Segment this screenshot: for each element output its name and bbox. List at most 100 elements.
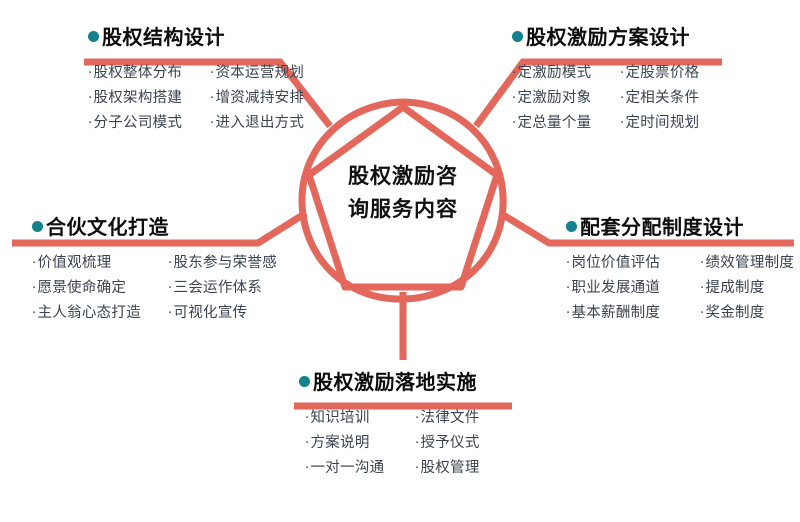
list-item-label: 提成制度	[705, 280, 765, 296]
list-item-label: 定时间规划	[625, 115, 700, 131]
list-item-label: 授予仪式	[420, 435, 480, 451]
item-marker-icon: ·	[168, 256, 173, 271]
item-column-1: ·价值观梳理 ·愿景使命确定 ·主人翁心态打造	[32, 251, 168, 326]
section-title-text: 配套分配制度设计	[580, 215, 744, 239]
list-item: ·定激励对象	[512, 86, 620, 111]
teal-dot-icon	[88, 31, 99, 42]
section-right[interactable]: 配套分配制度设计 ·岗位价值评估 ·职业发展通道 ·基本薪酬制度 ·绩效管理制度…	[566, 214, 794, 326]
list-item-label: 增资减持安排	[215, 90, 305, 106]
list-item-label: 定激励对象	[517, 90, 592, 106]
list-item-label: 三会运作体系	[173, 280, 263, 296]
item-marker-icon: ·	[210, 66, 215, 81]
list-item: ·进入退出方式	[210, 111, 304, 136]
list-item-label: 资本运营规划	[215, 65, 305, 81]
list-item-label: 基本薪酬制度	[571, 305, 661, 321]
list-item: ·一对一沟通	[305, 456, 415, 481]
section-title-text: 股权结构设计	[102, 25, 225, 49]
list-item: ·岗位价值评估	[566, 251, 700, 276]
item-marker-icon: ·	[620, 116, 625, 131]
list-item: ·奖金制度	[700, 301, 794, 326]
item-marker-icon: ·	[566, 306, 571, 321]
list-item: ·定相关条件	[620, 86, 699, 111]
list-item: ·职业发展通道	[566, 276, 700, 301]
item-marker-icon: ·	[32, 256, 37, 271]
list-item-label: 定股票价格	[625, 65, 700, 81]
list-item-label: 分子公司模式	[93, 115, 183, 131]
list-item: ·股权整体分布	[88, 61, 210, 86]
teal-dot-icon	[32, 221, 43, 232]
item-marker-icon: ·	[168, 306, 173, 321]
section-top-right[interactable]: 股权激励方案设计 ·定激励模式 ·定激励对象 ·定总量个量 ·定股票价格 ·定相…	[512, 24, 699, 136]
item-marker-icon: ·	[700, 281, 705, 296]
list-item: ·基本薪酬制度	[566, 301, 700, 326]
list-item: ·三会运作体系	[168, 276, 277, 301]
list-item-label: 可视化宣传	[173, 305, 248, 321]
list-item-label: 知识培训	[310, 410, 370, 426]
list-item: ·股东参与荣誉感	[168, 251, 277, 276]
list-item: ·定股票价格	[620, 61, 699, 86]
list-item-label: 主人翁心态打造	[37, 305, 142, 321]
list-item-label: 进入退出方式	[215, 115, 305, 131]
item-marker-icon: ·	[88, 116, 93, 131]
list-item-label: 岗位价值评估	[571, 255, 661, 271]
list-item: ·增资减持安排	[210, 86, 304, 111]
item-marker-icon: ·	[415, 436, 420, 451]
list-item: ·授予仪式	[415, 431, 480, 456]
section-top-left[interactable]: 股权结构设计 ·股权整体分布 ·股权架构搭建 ·分子公司模式 ·资本运营规划 ·…	[88, 24, 304, 136]
list-item-label: 一对一沟通	[310, 460, 385, 476]
item-marker-icon: ·	[512, 66, 517, 81]
list-item: ·分子公司模式	[88, 111, 210, 136]
item-marker-icon: ·	[210, 91, 215, 106]
section-title-text: 股权激励落地实施	[313, 370, 477, 394]
list-item-label: 定激励模式	[517, 65, 592, 81]
section-title-top-left: 股权结构设计	[88, 24, 304, 50]
item-marker-icon: ·	[305, 411, 310, 426]
item-marker-icon: ·	[168, 281, 173, 296]
item-column-1: ·定激励模式 ·定激励对象 ·定总量个量	[512, 61, 620, 136]
list-item: ·绩效管理制度	[700, 251, 794, 276]
list-item: ·方案说明	[305, 431, 415, 456]
item-grid-left: ·价值观梳理 ·愿景使命确定 ·主人翁心态打造 ·股东参与荣誉感 ·三会运作体系…	[32, 251, 277, 326]
item-marker-icon: ·	[305, 436, 310, 451]
section-bottom[interactable]: 股权激励落地实施 ·知识培训 ·方案说明 ·一对一沟通 ·法律文件 ·授予仪式 …	[299, 369, 480, 481]
center-hub-label: 股权激励咨 询服务内容	[303, 160, 503, 226]
list-item: ·主人翁心态打造	[32, 301, 168, 326]
section-title-left: 合伙文化打造	[32, 214, 277, 240]
item-column-2: ·绩效管理制度 ·提成制度 ·奖金制度	[700, 251, 794, 326]
list-item-label: 股权整体分布	[93, 65, 183, 81]
item-column-2: ·定股票价格 ·定相关条件 ·定时间规划	[620, 61, 699, 136]
item-marker-icon: ·	[512, 116, 517, 131]
item-grid-right: ·岗位价值评估 ·职业发展通道 ·基本薪酬制度 ·绩效管理制度 ·提成制度 ·奖…	[566, 251, 794, 326]
item-marker-icon: ·	[415, 411, 420, 426]
list-item-label: 价值观梳理	[37, 255, 112, 271]
list-item: ·价值观梳理	[32, 251, 168, 276]
list-item: ·愿景使命确定	[32, 276, 168, 301]
center-line-2: 询服务内容	[348, 197, 458, 221]
item-marker-icon: ·	[88, 66, 93, 81]
list-item: ·定激励模式	[512, 61, 620, 86]
list-item-label: 股权架构搭建	[93, 90, 183, 106]
item-marker-icon: ·	[415, 461, 420, 476]
item-marker-icon: ·	[88, 91, 93, 106]
section-title-text: 股权激励方案设计	[526, 25, 690, 49]
list-item-label: 方案说明	[310, 435, 370, 451]
list-item-label: 股权管理	[420, 460, 480, 476]
teal-dot-icon	[512, 31, 523, 42]
section-title-top-right: 股权激励方案设计	[512, 24, 699, 50]
teal-dot-icon	[566, 221, 577, 232]
list-item: ·法律文件	[415, 406, 480, 431]
list-item-label: 定相关条件	[625, 90, 700, 106]
list-item: ·提成制度	[700, 276, 794, 301]
item-marker-icon: ·	[700, 306, 705, 321]
list-item: ·股权架构搭建	[88, 86, 210, 111]
item-marker-icon: ·	[512, 91, 517, 106]
section-title-right: 配套分配制度设计	[566, 214, 794, 240]
item-column-2: ·资本运营规划 ·增资减持安排 ·进入退出方式	[210, 61, 304, 136]
item-marker-icon: ·	[305, 461, 310, 476]
list-item-label: 法律文件	[420, 410, 480, 426]
item-marker-icon: ·	[566, 281, 571, 296]
section-left[interactable]: 合伙文化打造 ·价值观梳理 ·愿景使命确定 ·主人翁心态打造 ·股东参与荣誉感 …	[32, 214, 277, 326]
item-marker-icon: ·	[32, 281, 37, 296]
item-grid-top-right: ·定激励模式 ·定激励对象 ·定总量个量 ·定股票价格 ·定相关条件 ·定时间规…	[512, 61, 699, 136]
